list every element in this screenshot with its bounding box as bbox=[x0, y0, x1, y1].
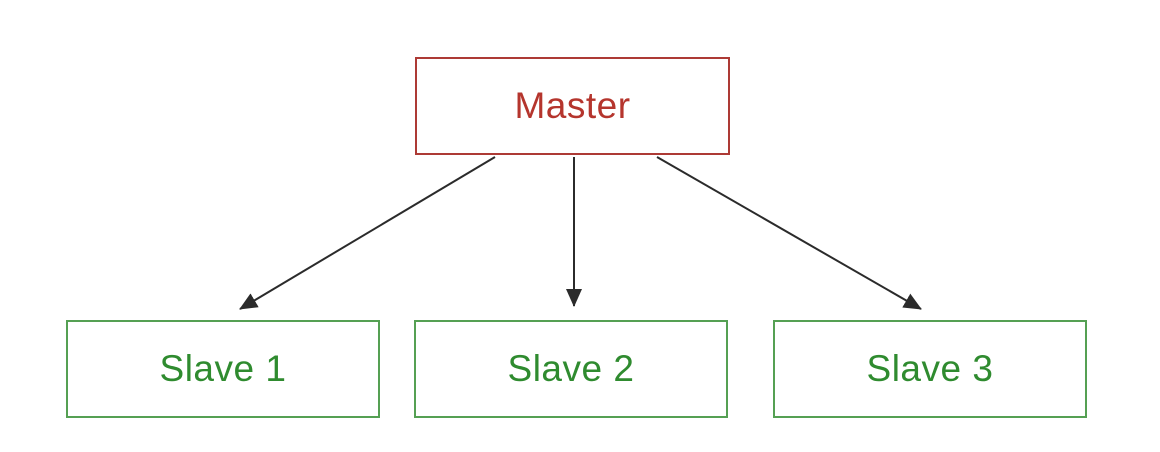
arrow-master-to-slave1 bbox=[239, 156, 496, 310]
node-slave2-label: Slave 2 bbox=[507, 348, 635, 389]
node-slave1: Slave 1 bbox=[66, 320, 380, 418]
node-master-label: Master bbox=[514, 85, 631, 126]
node-slave1-label: Slave 1 bbox=[159, 348, 287, 389]
node-slave3-label: Slave 3 bbox=[866, 348, 994, 389]
node-slave3: Slave 3 bbox=[773, 320, 1087, 418]
node-master: Master bbox=[415, 57, 730, 155]
arrow-master-to-slave3 bbox=[656, 156, 922, 310]
node-slave2: Slave 2 bbox=[414, 320, 728, 418]
